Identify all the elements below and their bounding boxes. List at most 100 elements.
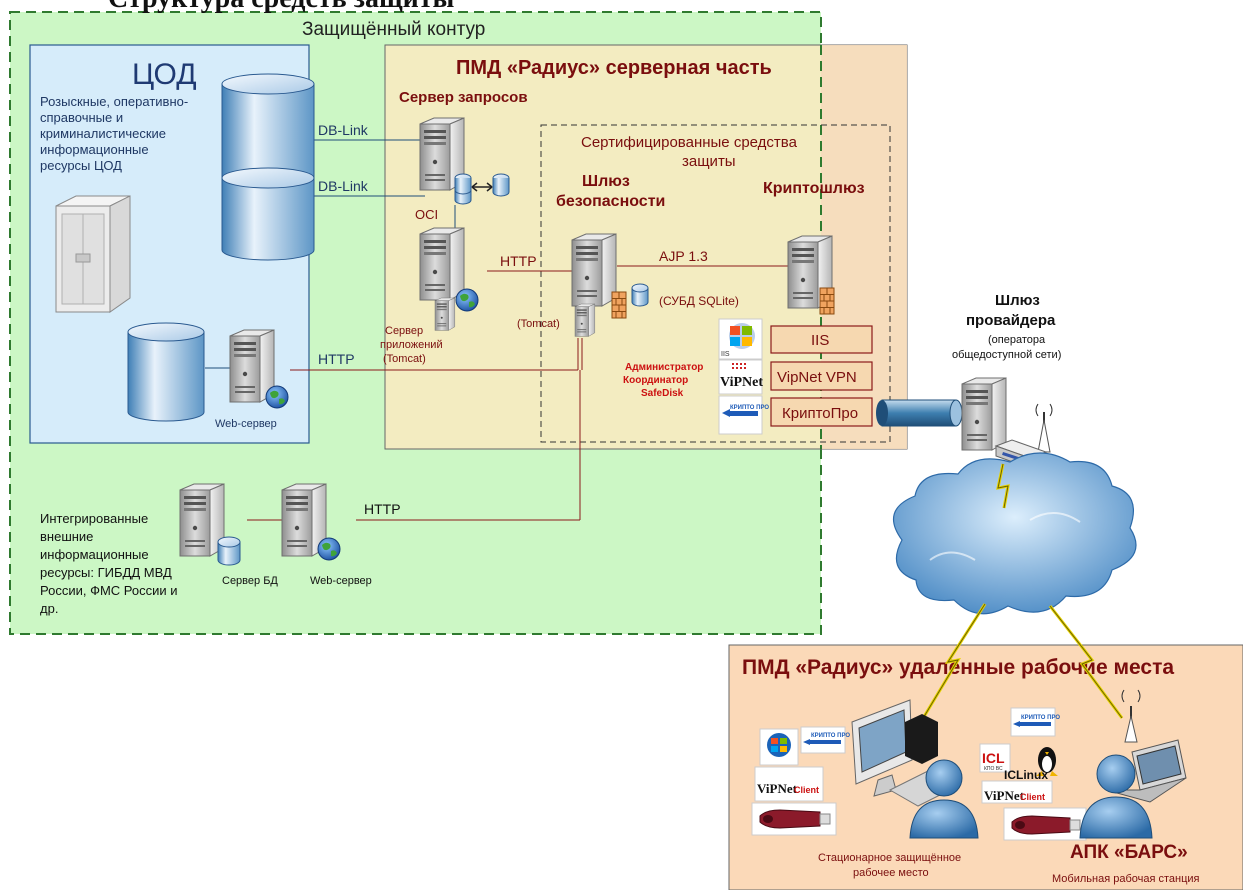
provider-label: Шлюз провайдера (оператора общедоступной…: [952, 292, 1061, 361]
svg-text:справочные и: справочные и: [40, 110, 123, 125]
svg-text:SafeDisk: SafeDisk: [641, 388, 684, 399]
cod-mainframe-icon: [55, 195, 131, 313]
laptop-icon: [1105, 739, 1187, 803]
vipnet-client-logo-mobile: ViPNet Client: [981, 780, 1053, 804]
mobile-label: Мобильная рабочая станция: [1052, 873, 1200, 885]
ajp-label: AJP 1.3: [659, 248, 708, 264]
crypto-gateway-label: Криптошлюз: [763, 180, 865, 197]
dblink-label-2: DB-Link: [318, 178, 369, 194]
vipnet-logo: ViPNet: [718, 359, 763, 395]
svg-text:VipNet VPN: VipNet VPN: [777, 369, 857, 386]
mobile-logos: КРИПТО ПРО ICL КПО ВС ICLinux ViPNet Cli…: [979, 707, 1087, 841]
svg-text:Сервер: Сервер: [385, 325, 423, 337]
query-server-label: Сервер запросов: [399, 89, 528, 106]
svg-text:России, ФМС России и: России, ФМС России и: [40, 583, 178, 598]
svg-text:др.: др.: [40, 601, 58, 616]
svg-text:Client: Client: [1020, 792, 1045, 802]
usb-token-icon-mobile: [1003, 807, 1087, 841]
svg-text:ICL: ICL: [982, 750, 1005, 766]
svg-text:(Tomcat): (Tomcat): [383, 353, 426, 365]
svg-text:информационные: информационные: [40, 547, 149, 562]
svg-text:Стационарное защищённое: Стационарное защищённое: [818, 852, 961, 864]
gateway-label-1: Шлюз: [582, 173, 630, 190]
svg-text:КПО ВС: КПО ВС: [984, 766, 1003, 772]
svg-text:ресурсы ЦОД: ресурсы ЦОД: [40, 158, 122, 173]
external-db-server-label: Сервер БД: [222, 575, 278, 587]
antenna-icon: [1035, 403, 1053, 453]
app-server-label: Сервер приложений (Tomcat): [380, 325, 443, 365]
gateway-label-2: безопасности: [556, 193, 665, 210]
svg-text:провайдера: провайдера: [966, 312, 1056, 329]
svg-text:Розыскные, оперативно-: Розыскные, оперативно-: [40, 94, 188, 109]
http-ext-label: HTTP: [364, 501, 401, 517]
svg-text:ViPNet: ViPNet: [720, 375, 763, 390]
svg-text:криминалистические: криминалистические: [40, 126, 166, 141]
mobile-antenna-icon: [1121, 689, 1141, 743]
stationary-label: Стационарное защищённое рабочее место: [818, 852, 961, 879]
svg-text:КРИПТО ПРО: КРИПТО ПРО: [730, 405, 769, 411]
oci-label: OCI: [415, 207, 438, 222]
mobile-user-icon: [1079, 754, 1153, 839]
external-web-server-label: Web-сервер: [310, 575, 372, 587]
vipnet-client-logo: ViPNet Client: [754, 766, 824, 802]
certified-box: [540, 124, 891, 443]
cod-title: ЦОД: [132, 58, 197, 91]
iclinux-label: ICLinux: [1004, 768, 1048, 782]
svg-text:Client: Client: [794, 785, 819, 795]
http-app-label: HTTP: [500, 253, 537, 269]
vpn-tunnel-icon: [876, 399, 963, 427]
admin-labels: Администратор Координатор SafeDisk: [623, 362, 703, 399]
tomcat-label: (Tomcat): [517, 318, 560, 330]
svg-text:КРИПТО ПРО: КРИПТО ПРО: [1021, 715, 1060, 721]
kriptopro-logo-stationary: КРИПТО ПРО: [800, 726, 850, 754]
replication-icon: [454, 173, 510, 205]
wireless-links: [920, 463, 1124, 721]
svg-text:Координатор: Координатор: [623, 375, 688, 386]
query-server-icon: [419, 117, 510, 205]
connection-lines-red: [247, 265, 795, 521]
vipnet-vpn-box: VipNet VPN: [770, 361, 873, 391]
svg-text:(оператора: (оператора: [988, 334, 1046, 346]
cod-description: Розыскные, оперативно- справочные и крим…: [40, 94, 188, 173]
page-title: Структура средств защиты: [108, 0, 455, 14]
svg-text:Администратор: Администратор: [625, 362, 703, 373]
iis-box: IIS: [770, 325, 873, 354]
crypto-gateway-icon: [787, 235, 835, 315]
svg-text:Windows 7: Windows 7: [765, 759, 790, 765]
cod-database-2: [221, 167, 315, 261]
linux-penguin-icon: [1036, 747, 1058, 776]
svg-text:Шлюз: Шлюз: [995, 292, 1040, 309]
svg-text:IIS: IIS: [721, 351, 730, 358]
protected-contour-label: Защищённый контур: [302, 19, 485, 40]
svg-text:Интегрированные: Интегрированные: [40, 511, 148, 526]
svg-text:ViPNet: ViPNet: [757, 781, 798, 796]
cod-web-server-label: Web-сервер: [215, 418, 277, 430]
icl-logo: ICL КПО ВС: [979, 743, 1011, 773]
svg-text:внешние: внешние: [40, 529, 93, 544]
windows7-logo: Windows 7: [759, 728, 799, 766]
svg-text:КРИПТО ПРО: КРИПТО ПРО: [811, 733, 850, 739]
sqlite-label: (СУБД SQLite): [659, 294, 739, 308]
kriptopro-box: КриптоПро: [770, 397, 873, 427]
external-description: Интегрированные внешние информационные р…: [40, 511, 178, 616]
internet-cloud-icon: [893, 452, 1137, 615]
external-db-server-icon: [179, 483, 241, 566]
bars-title: АПК «БАРС»: [1070, 842, 1188, 863]
cod-database-3: [127, 322, 205, 422]
stationary-user-icon: [909, 759, 979, 839]
certified-title-1: Сертифицированные средства: [581, 134, 798, 151]
svg-text:IIS: IIS: [811, 332, 829, 349]
svg-text:приложений: приложений: [380, 339, 443, 351]
sqlite-db-icon: [631, 283, 649, 307]
svg-text:информационные: информационные: [40, 142, 149, 157]
stationary-logos: Windows 7 КРИПТО ПРО ViPNet Client: [751, 726, 850, 836]
kriptopro-logo-mobile: КРИПТО ПРО: [1010, 707, 1060, 737]
windows-iis-logo: IIS: [718, 318, 763, 360]
svg-text:ViPNet: ViPNet: [984, 788, 1025, 803]
http-web-label: HTTP: [318, 351, 355, 367]
kriptopro-logo: КРИПТО ПРО: [718, 395, 769, 435]
security-gateway-icon: [571, 233, 649, 337]
usb-token-icon: [751, 802, 837, 836]
remote-title: ПМД «Радиус» удалённые рабочие места: [742, 656, 1174, 679]
